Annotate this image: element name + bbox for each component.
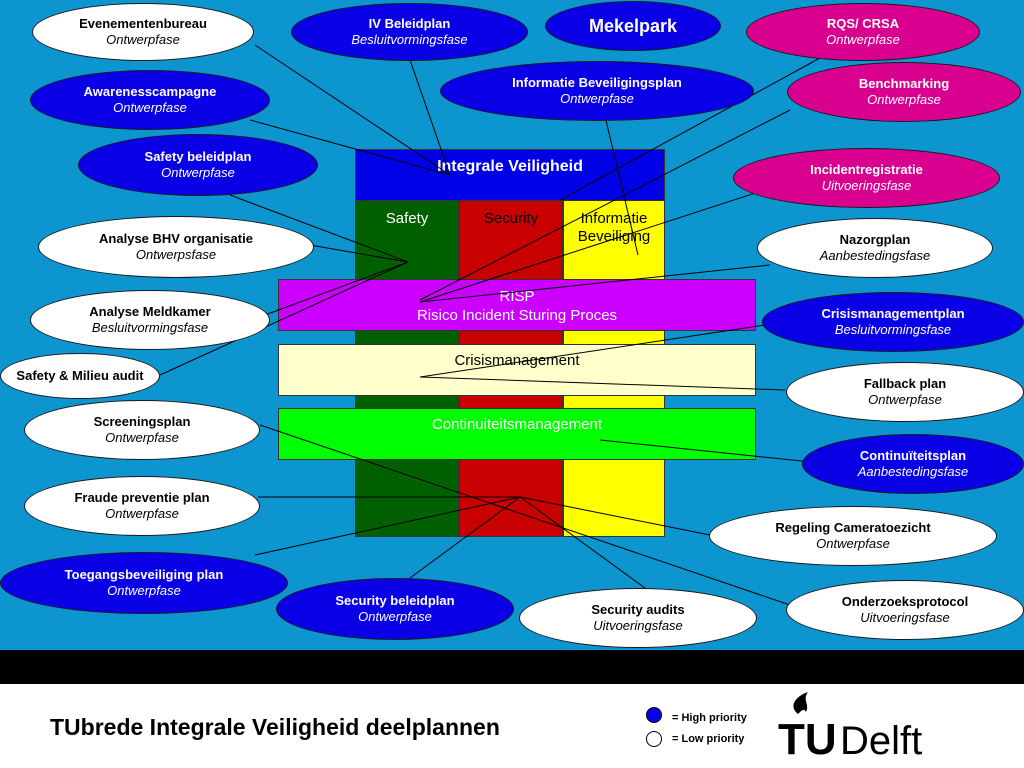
plan-phase: Uitvoeringsfase [860,610,950,625]
plan-phase: Ontwerpsfase [135,247,217,262]
plan-phase: Uitvoeringsfase [821,178,912,193]
plan-title: Crisismanagementplan [821,306,965,321]
plan-title: Awarenesscampagne [83,84,217,99]
logo-tu: TU [778,715,837,760]
plan-title: Security beleidplan [335,593,455,608]
plan-title: Analyse BHV organisatie [99,231,253,246]
crisismanagement-block [278,344,756,396]
plan-phase: Ontwerpfase [560,91,634,106]
tu-delft-logo: TU Delft [778,692,922,760]
safety-label: Safety [385,210,429,227]
high-priority-dot [646,707,662,723]
plan-phase: Besluitvormingsfase [91,320,209,335]
plan-title: Fallback plan [863,376,947,391]
logo-delft: Delft [840,719,922,760]
plan-phase: Ontwerpfase [107,583,181,598]
plan-oval: Safety & Milieu audit [0,353,160,399]
risp-block [278,279,756,331]
plan-phase: Ontwerpfase [106,32,180,47]
plan-title: Onderzoeksprotocol [841,594,969,609]
plan-phase: Besluitvormingsfase [834,322,952,337]
legend-low-priority: = Low priority [672,733,745,745]
plan-title: Analyse Meldkamer [89,304,211,319]
flame-icon [793,692,808,714]
continuiteitsmanagement-label: Continuiteitsmanagement [431,416,603,433]
plan-phase: Ontwerpfase [113,100,187,115]
plan-title: Safety beleidplan [144,149,252,164]
plan-phase: Ontwerpfase [816,536,890,551]
plan-title: Continuïteitsplan [859,448,967,463]
plan-title: Mekelpark [588,16,678,36]
plan-title: Toegangsbeveiliging plan [64,567,224,582]
plan-title: Evenementenbureau [79,16,207,31]
plan-title: Benchmarking [858,76,950,91]
plan-phase: Ontwerpfase [868,392,942,407]
footer-bar [0,650,1024,684]
plan-phase: Besluitvormingsfase [351,32,468,47]
integrale-veiligheid-block [355,149,665,201]
plan-phase: Ontwerpfase [867,92,941,107]
plan-phase: Ontwerpfase [105,430,179,445]
plan-phase: Ontwerpfase [358,609,432,624]
security-label: Security [483,210,539,227]
plan-title: Regeling Cameratoezicht [775,520,931,535]
footer-title: TUbrede Integrale Veiligheid deelplannen [50,714,500,740]
connector-lines [159,44,841,606]
risp-sublabel: Risico Incident Sturing Proces [416,307,618,324]
plan-phase: Ontwerpfase [826,32,900,47]
plan-title: Incidentregistratie [810,162,923,177]
plan-title: IV Beleidplan [368,16,451,31]
plan-title: RQS/ CRSA [826,16,900,31]
plan-title: Screeningsplan [93,414,191,429]
plan-oval: Mekelpark [545,1,721,51]
legend-high-priority: = High priority [672,712,747,724]
crisismanagement-label: Crisismanagement [454,352,580,369]
plan-title: Informatie Beveiligingsplan [512,75,682,90]
plan-title: Safety & Milieu audit [16,368,144,383]
plan-title: Security audits [591,602,685,617]
continuiteitsmanagement-block [278,408,756,460]
plan-phase: Aanbestedingsfase [819,248,931,263]
plan-phase: Ontwerpfase [105,506,179,521]
plan-phase: Uitvoeringsfase [593,618,683,633]
low-priority-dot [646,731,662,747]
plan-title: Fraude preventie plan [74,490,210,505]
plan-phase: Aanbestedingsfase [857,464,969,479]
footer [0,684,1024,768]
plan-phase: Ontwerpfase [161,165,235,180]
plan-title: Nazorgplan [839,232,911,247]
integrale-veiligheid-label: Integrale Veiligheid [437,158,583,175]
